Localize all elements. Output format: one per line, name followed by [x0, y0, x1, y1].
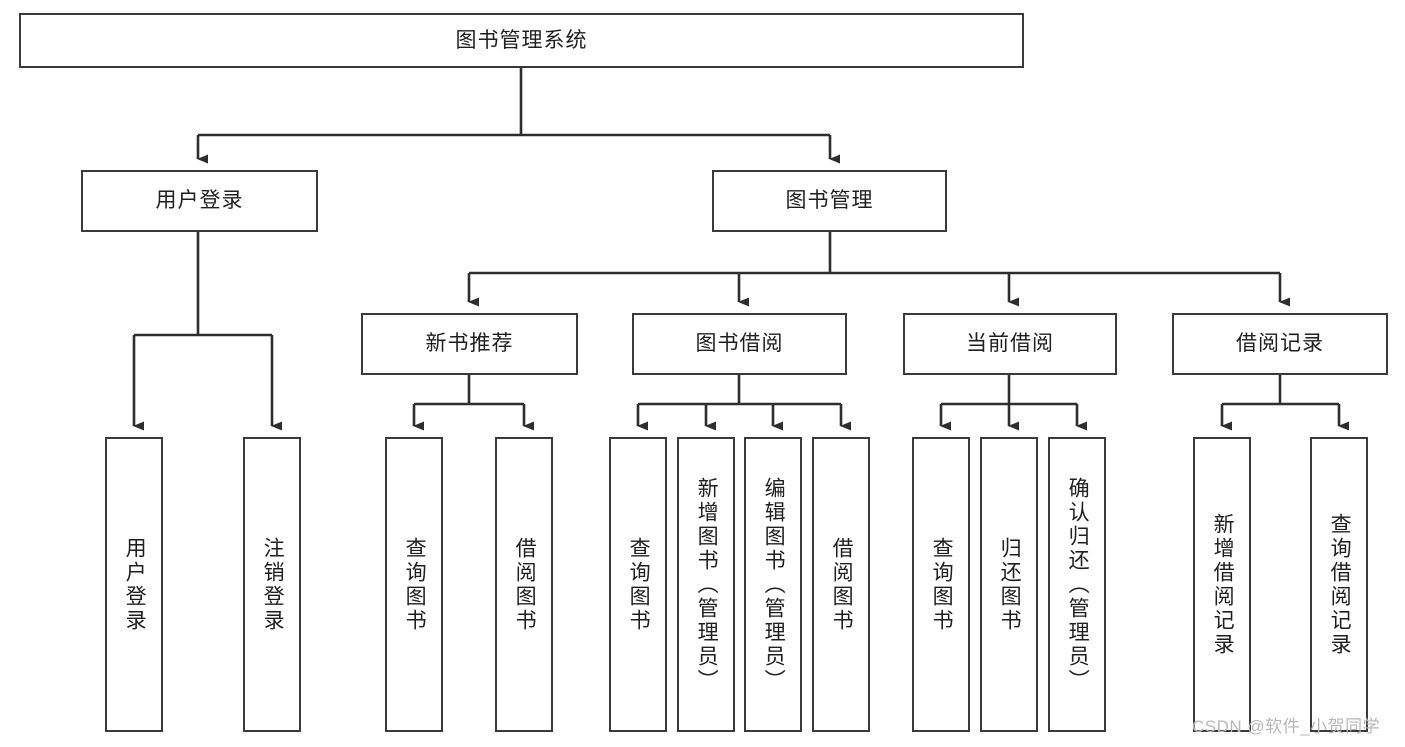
- node-root-system[interactable]: 图书管理系统: [19, 13, 1024, 68]
- node-book-manage[interactable]: 图书管理: [712, 170, 947, 232]
- leaf-new-book-borrow[interactable]: 借阅图书: [495, 437, 553, 732]
- leaf-current-borrow-confirm-return[interactable]: 确认归还（管理员）: [1048, 437, 1106, 732]
- leaf-borrow-record-query-label: 查询借阅记录: [1328, 512, 1352, 657]
- leaf-new-book-query-label: 查询图书: [403, 536, 427, 633]
- leaf-user-login-logout-label: 注销登录: [261, 536, 285, 633]
- leaf-book-borrow-add[interactable]: 新增图书（管理员）: [677, 437, 735, 732]
- leaf-current-borrow-confirm-return-label: 确认归还（管理员）: [1066, 476, 1090, 693]
- leaf-user-login-login[interactable]: 用户登录: [105, 437, 163, 732]
- leaf-book-borrow-query-label: 查询图书: [627, 536, 651, 633]
- node-borrow-record[interactable]: 借阅记录: [1172, 313, 1388, 375]
- node-book-borrow[interactable]: 图书借阅: [632, 313, 847, 375]
- node-book-manage-label: 图书管理: [785, 189, 874, 213]
- leaf-current-borrow-query[interactable]: 查询图书: [912, 437, 970, 732]
- leaf-current-borrow-return-label: 归还图书: [998, 536, 1022, 633]
- node-root-system-label: 图书管理系统: [455, 28, 588, 52]
- leaf-book-borrow-borrow[interactable]: 借阅图书: [812, 437, 870, 732]
- leaf-borrow-record-query[interactable]: 查询借阅记录: [1310, 437, 1368, 732]
- leaf-user-login-logout[interactable]: 注销登录: [243, 437, 301, 732]
- leaf-current-borrow-return[interactable]: 归还图书: [980, 437, 1038, 732]
- leaf-book-borrow-query[interactable]: 查询图书: [609, 437, 667, 732]
- node-new-book-recommend[interactable]: 新书推荐: [361, 313, 578, 375]
- leaf-current-borrow-query-label: 查询图书: [930, 536, 954, 633]
- leaf-book-borrow-edit[interactable]: 编辑图书（管理员）: [744, 437, 802, 732]
- leaf-new-book-borrow-label: 借阅图书: [513, 536, 537, 633]
- leaf-book-borrow-edit-label: 编辑图书（管理员）: [762, 476, 786, 693]
- leaf-borrow-record-add-label: 新增借阅记录: [1211, 512, 1235, 657]
- node-new-book-recommend-label: 新书推荐: [425, 332, 514, 356]
- leaf-borrow-record-add[interactable]: 新增借阅记录: [1193, 437, 1251, 732]
- leaf-new-book-query[interactable]: 查询图书: [385, 437, 443, 732]
- node-current-borrow-label: 当前借阅: [966, 332, 1054, 356]
- csdn-watermark: CSDN @软件_小贺同学: [1192, 717, 1381, 736]
- node-borrow-record-label: 借阅记录: [1236, 332, 1324, 356]
- node-user-login[interactable]: 用户登录: [81, 170, 318, 232]
- node-user-login-label: 用户登录: [155, 189, 244, 213]
- leaf-book-borrow-borrow-label: 借阅图书: [830, 536, 854, 633]
- node-current-borrow[interactable]: 当前借阅: [903, 313, 1117, 375]
- leaf-user-login-login-label: 用户登录: [123, 536, 147, 633]
- node-book-borrow-label: 图书借阅: [695, 332, 784, 356]
- leaf-book-borrow-add-label: 新增图书（管理员）: [695, 476, 719, 693]
